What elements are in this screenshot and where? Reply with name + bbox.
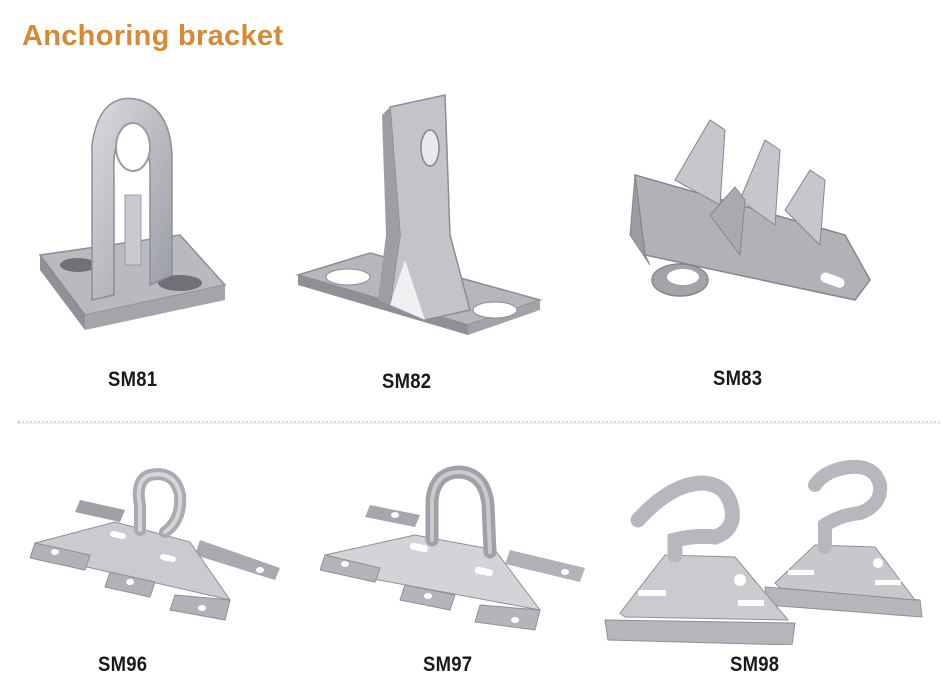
product-image-sm97 — [320, 465, 585, 631]
product-sm96[interactable]: SM96 — [30, 460, 290, 695]
product-label: SM81 — [108, 368, 158, 391]
product-label: SM96 — [98, 653, 148, 676]
product-image-sm83 — [629, 119, 871, 301]
product-label: SM82 — [382, 370, 432, 393]
product-sm81[interactable]: SM81 — [30, 85, 240, 391]
product-sm98[interactable]: SM98 — [600, 455, 943, 695]
product-image-sm82 — [295, 94, 543, 335]
product-image-sm96 — [30, 468, 280, 621]
row-divider — [18, 421, 940, 424]
product-label: SM97 — [423, 653, 473, 676]
product-sm97[interactable]: SM97 — [320, 460, 590, 695]
product-label: SM98 — [730, 653, 780, 676]
product-sm83[interactable]: SM83 — [615, 105, 915, 390]
product-image-sm81 — [38, 97, 227, 330]
page-title: Anchoring bracket — [22, 20, 284, 52]
product-sm82[interactable]: SM82 — [290, 85, 550, 393]
product-image-sm98 — [604, 459, 923, 645]
product-label: SM83 — [713, 367, 763, 390]
